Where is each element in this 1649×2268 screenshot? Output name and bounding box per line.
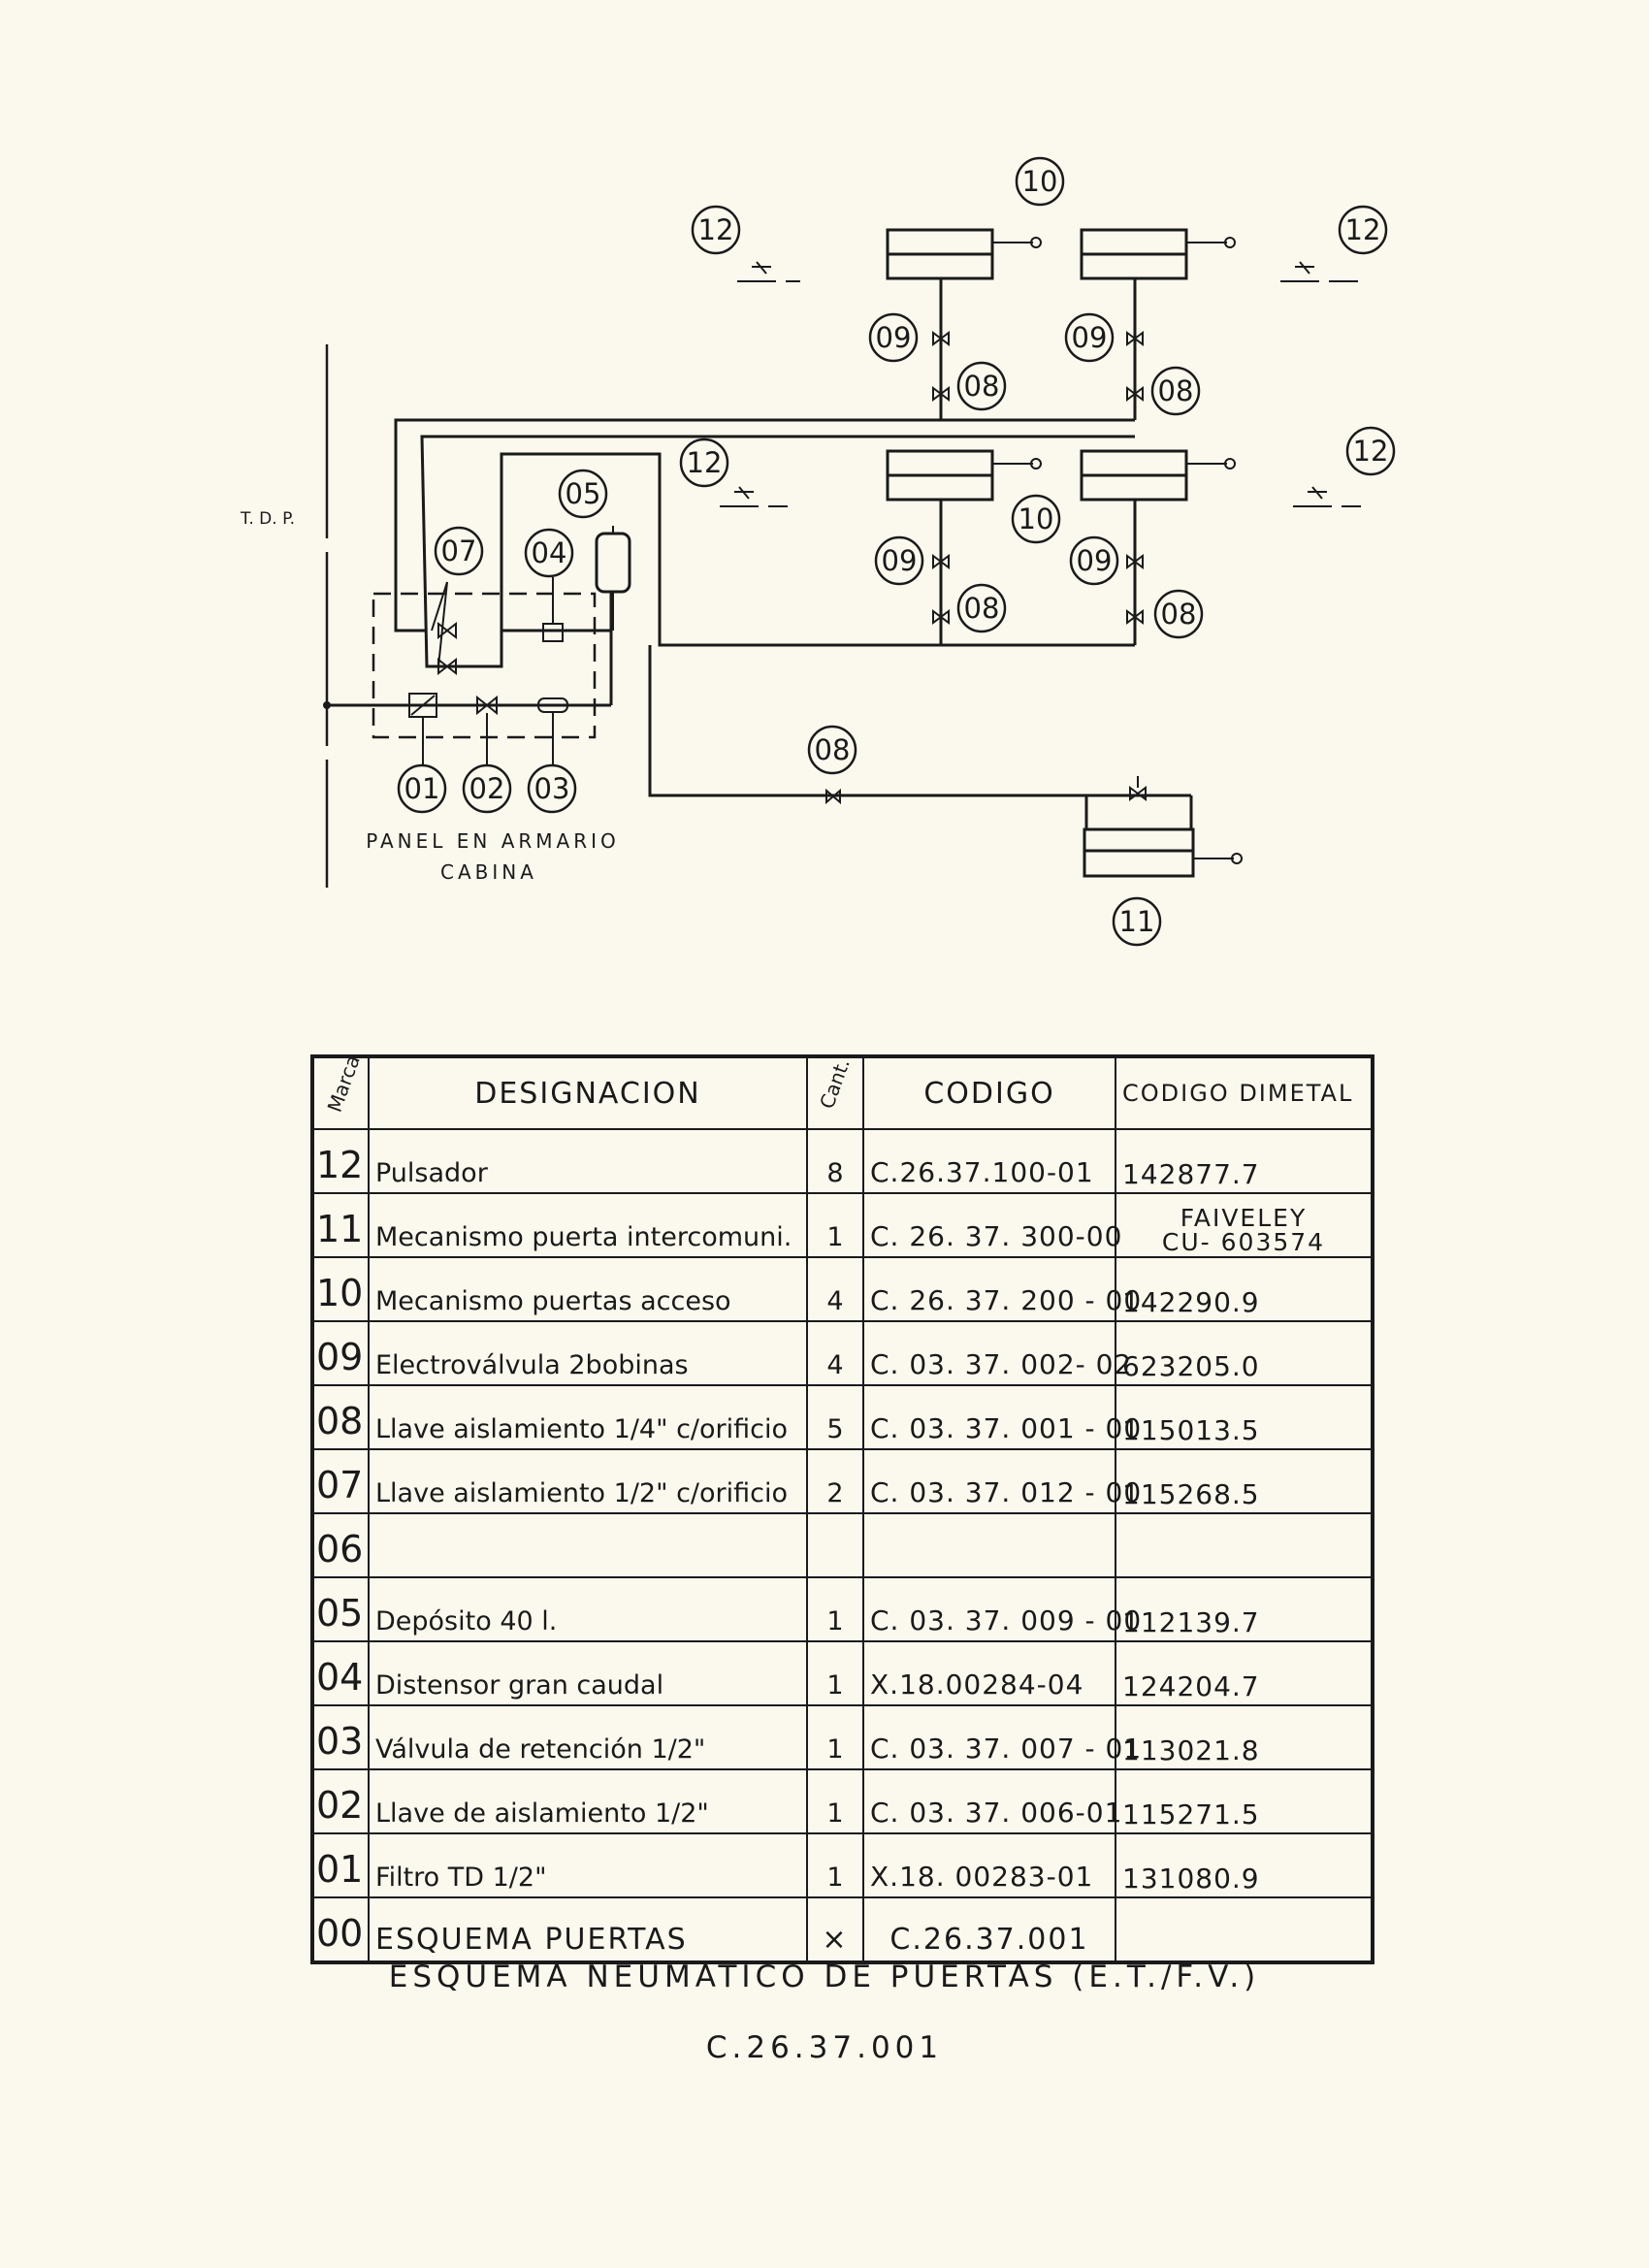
svg-text:12: 12 (698, 213, 734, 246)
upper-pipe-1 (394, 418, 941, 632)
svg-text:09: 09 (882, 544, 918, 577)
pneumatic-door-diagram: T. D. P. (240, 156, 1396, 947)
svg-text:09: 09 (876, 321, 912, 354)
pushbutton-12-d (1293, 486, 1361, 507)
isolation-valve-07b-symbol (437, 657, 457, 676)
marker-10-top: 10 (1015, 156, 1065, 207)
table-row: 07 Llave aislamiento 1/2" c/orificio 2 C… (311, 1448, 1374, 1514)
dimetal-line1: FAIVELEY (1180, 1204, 1308, 1232)
marker-12-top-right: 12 (1338, 205, 1388, 255)
table-row: 10 Mecanismo puertas acceso 4 C. 26. 37.… (311, 1256, 1374, 1322)
table-row: 04 Distensor gran caudal 1 X.18.00284-04… (311, 1640, 1374, 1706)
pushbutton-12-c (720, 486, 788, 507)
marker-09-top-left: 09 (868, 312, 919, 363)
svg-text:10: 10 (1018, 502, 1054, 535)
marker-02: 02 (462, 763, 512, 814)
marker-10-mid: 10 (1011, 494, 1061, 544)
marker-11: 11 (1112, 896, 1162, 947)
svg-text:12: 12 (1345, 213, 1381, 246)
isolation-valve-07a-symbol (437, 621, 457, 640)
svg-text:09: 09 (1072, 321, 1108, 354)
svg-text:12: 12 (687, 446, 723, 479)
isolation-valve-02-symbol (476, 695, 498, 716)
svg-text:08: 08 (964, 592, 1000, 625)
svg-text:08: 08 (1161, 598, 1197, 631)
header-marca: Marca (311, 1052, 370, 1130)
door-mechanism-top-right (941, 228, 1236, 422)
marker-07: 07 (434, 526, 484, 576)
marker-08-mid-right: 08 (1153, 589, 1204, 639)
marker-12-top-left: 12 (691, 205, 741, 255)
svg-text:07: 07 (441, 535, 477, 567)
svg-text:03: 03 (534, 772, 570, 805)
pushbutton-12-a (737, 261, 800, 282)
header-cant: Cant. (806, 1055, 864, 1130)
table-row: 12 Pulsador 8 C.26.37.100-01 142877.7 (311, 1128, 1374, 1194)
marker-03: 03 (527, 763, 577, 814)
table-row: 00 ESQUEMA PUERTAS × C.26.37.001 (311, 1896, 1374, 1963)
table-row: 08 Llave aislamiento 1/4" c/orificio 5 C… (311, 1384, 1374, 1450)
dimetal-line2: CU- 603574 (1161, 1228, 1326, 1256)
svg-text:08: 08 (964, 370, 1000, 403)
pushbutton-12-b (1280, 261, 1358, 282)
svg-text:01: 01 (404, 772, 440, 805)
marker-08-top-left: 08 (956, 361, 1007, 411)
table-row: 01 Filtro TD 1/2" 1 X.18. 00283-01 13108… (311, 1832, 1374, 1898)
marker-04: 04 (524, 528, 574, 578)
marker-12-mid-left: 12 (679, 437, 729, 488)
table-row: 02 Llave de aislamiento 1/2" 1 C. 03. 37… (311, 1768, 1374, 1834)
marker-01: 01 (397, 763, 447, 814)
marker-08-mid-left: 08 (956, 583, 1007, 633)
marker-09-mid-right: 09 (1069, 535, 1119, 586)
panel-boundary (372, 592, 597, 739)
parts-list-table: Marca DESIGNACION Cant. CODIGO CODIGO DI… (310, 1052, 1374, 1964)
svg-text:09: 09 (1077, 544, 1113, 577)
svg-text:08: 08 (815, 733, 851, 766)
door-mechanism-mid-left (886, 449, 1042, 645)
panel-caption-line2: CABINA (440, 860, 537, 884)
marker-08-intercom: 08 (807, 725, 857, 775)
document-code: C.26.37.001 (705, 2030, 944, 2065)
svg-text:10: 10 (1022, 165, 1058, 198)
header-designacion: DESIGNACION (368, 1055, 808, 1130)
panel-caption-line1: PANEL EN ARMARIO (366, 829, 620, 853)
lower-pipe (500, 452, 1135, 666)
reservoir-symbol (595, 532, 631, 594)
tdp-label: T. D. P. (240, 509, 295, 529)
marker-08-top-right: 08 (1150, 366, 1201, 416)
svg-text:05: 05 (566, 477, 601, 510)
svg-text:04: 04 (532, 536, 567, 569)
svg-text:02: 02 (469, 772, 505, 805)
intercom-door-mechanism (825, 776, 1243, 878)
table-row: 05 Depósito 40 l. 1 C. 03. 37. 009 - 00 … (311, 1576, 1374, 1642)
marker-09-mid-left: 09 (874, 535, 924, 586)
marker-09-top-right: 09 (1064, 312, 1115, 363)
door-mechanism-top-left (886, 228, 1042, 420)
svg-text:12: 12 (1353, 435, 1389, 468)
door-mechanism-mid-right (1080, 449, 1236, 645)
table-header-row: Marca DESIGNACION Cant. CODIGO CODIGO DI… (311, 1052, 1374, 1130)
distensor-symbol (542, 623, 564, 642)
table-row: 06 (311, 1512, 1374, 1578)
svg-text:08: 08 (1158, 374, 1194, 407)
table-row: 09 Electroválvula 2bobinas 4 C. 03. 37. … (311, 1320, 1374, 1386)
marker-12-mid-right: 12 (1345, 426, 1396, 476)
marker-05: 05 (558, 469, 608, 519)
table-row: 03 Válvula de retención 1/2" 1 C. 03. 37… (311, 1704, 1374, 1770)
intercom-pipe (648, 645, 1086, 797)
header-codigo-dimetal: CODIGO DIMETAL (1115, 1055, 1374, 1130)
table-row: 11 Mecanismo puerta intercomuni. 1 C. 26… (311, 1192, 1374, 1258)
document-title: ESQUEMA NEUMATICO DE PUERTAS (E.T./F.V.) (388, 1960, 1261, 1994)
header-codigo: CODIGO (862, 1055, 1116, 1130)
svg-text:11: 11 (1119, 905, 1155, 938)
